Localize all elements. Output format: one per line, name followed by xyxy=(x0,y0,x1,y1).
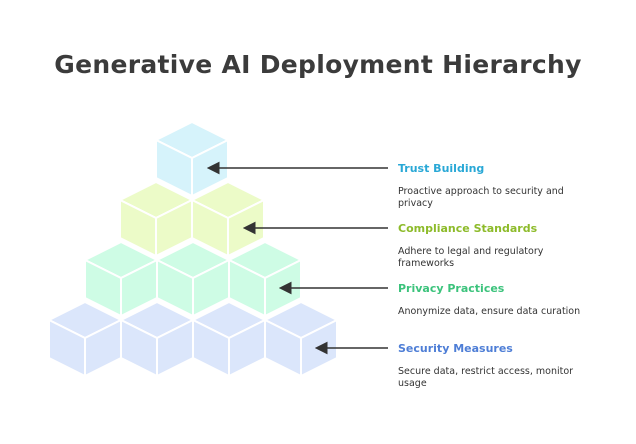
cube xyxy=(228,241,302,317)
level-compliance-standards: Compliance Standards Adhere to legal and… xyxy=(398,222,598,270)
diagram-title: Generative AI Deployment Hierarchy xyxy=(54,50,582,79)
cube xyxy=(120,301,194,377)
level-title: Compliance Standards xyxy=(398,222,538,235)
cube xyxy=(119,181,193,257)
level-description: Adhere to legal and regulatory framework… xyxy=(398,246,544,269)
level-title: Security Measures xyxy=(398,342,513,355)
cube xyxy=(156,241,230,317)
level-privacy-practices: Privacy Practices Anonymize data, ensure… xyxy=(398,282,598,318)
level-title: Trust Building xyxy=(398,162,485,175)
level-trust-building: Trust Building Proactive approach to sec… xyxy=(398,162,598,210)
level-security-measures: Security Measures Secure data, restrict … xyxy=(398,342,598,390)
cube xyxy=(155,121,229,197)
level-title: Privacy Practices xyxy=(398,282,505,295)
level-description: Anonymize data, ensure data curation xyxy=(398,306,581,317)
cube xyxy=(84,241,158,317)
level-description: Secure data, restrict access, monitor us… xyxy=(398,366,574,389)
level-description: Proactive approach to security and priva… xyxy=(398,186,564,209)
cube xyxy=(48,301,122,377)
cube xyxy=(192,301,266,377)
cube xyxy=(191,181,265,257)
cube xyxy=(264,301,338,377)
